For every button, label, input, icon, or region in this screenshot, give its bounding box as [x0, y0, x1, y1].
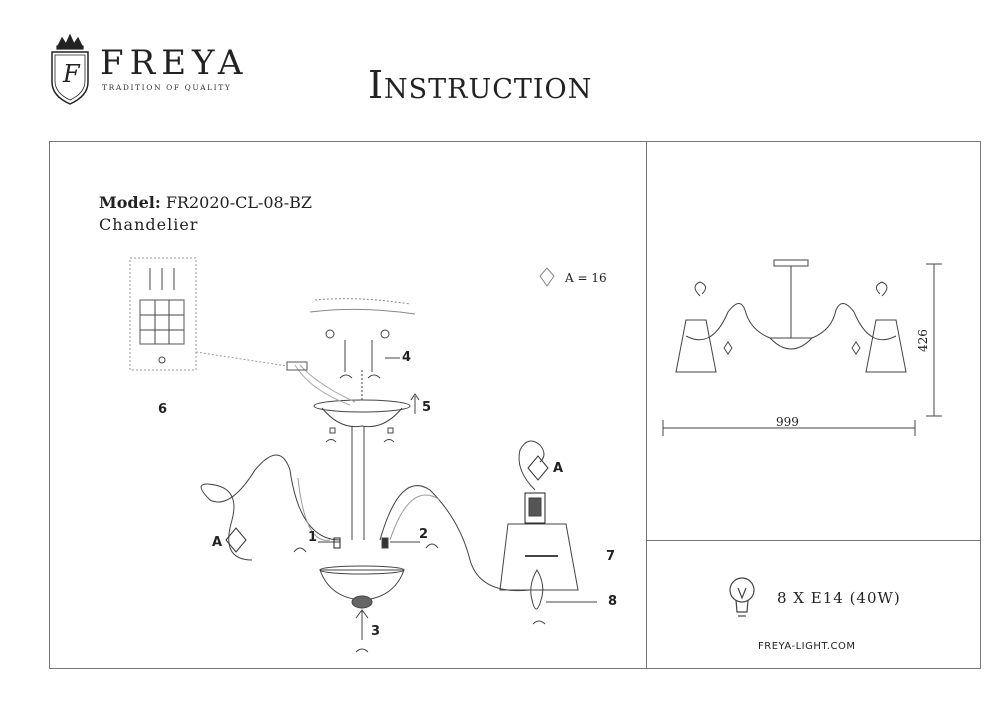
- model-code: FR2020-CL-08-BZ: [165, 193, 313, 212]
- crystal-count-label: A = 16: [565, 271, 607, 285]
- shield-icon: [51, 51, 89, 105]
- step-6-label: 6: [158, 402, 168, 417]
- crystal-marker-left: A: [212, 535, 223, 550]
- bulb-icon: [729, 577, 755, 617]
- step-3-label: 3: [371, 624, 381, 639]
- crystal-marker-right: A: [553, 461, 564, 476]
- crown-icon: [56, 33, 84, 50]
- step-8-label: 8: [608, 594, 618, 609]
- vertical-divider: [646, 141, 647, 669]
- website[interactable]: FREYA-LIGHT.COM: [758, 641, 856, 652]
- crest-letter: F: [63, 60, 80, 88]
- model-type: Chandelier: [99, 215, 199, 234]
- step-2-label: 2: [419, 527, 429, 542]
- content-frame: [49, 141, 981, 669]
- step-1-label: 1: [308, 530, 318, 545]
- model-label: Model:: [99, 193, 161, 212]
- width-dimension: 999: [776, 415, 799, 429]
- document-title: Instruction: [368, 63, 593, 107]
- bulb-spec: 8 X E14 (40W): [777, 589, 901, 607]
- step-4-label: 4: [402, 350, 412, 365]
- model-line: Model: FR2020-CL-08-BZ: [99, 193, 312, 212]
- horizontal-divider: [646, 540, 981, 541]
- step-7-label: 7: [606, 549, 616, 564]
- brand-name: FREYA: [100, 43, 249, 83]
- step-5-label: 5: [422, 400, 432, 415]
- brand-tagline: Tradition of Quality: [102, 83, 232, 92]
- overview-drawing: [662, 259, 942, 436]
- assembly-drawing: [129, 257, 597, 653]
- height-dimension: 426: [916, 329, 930, 352]
